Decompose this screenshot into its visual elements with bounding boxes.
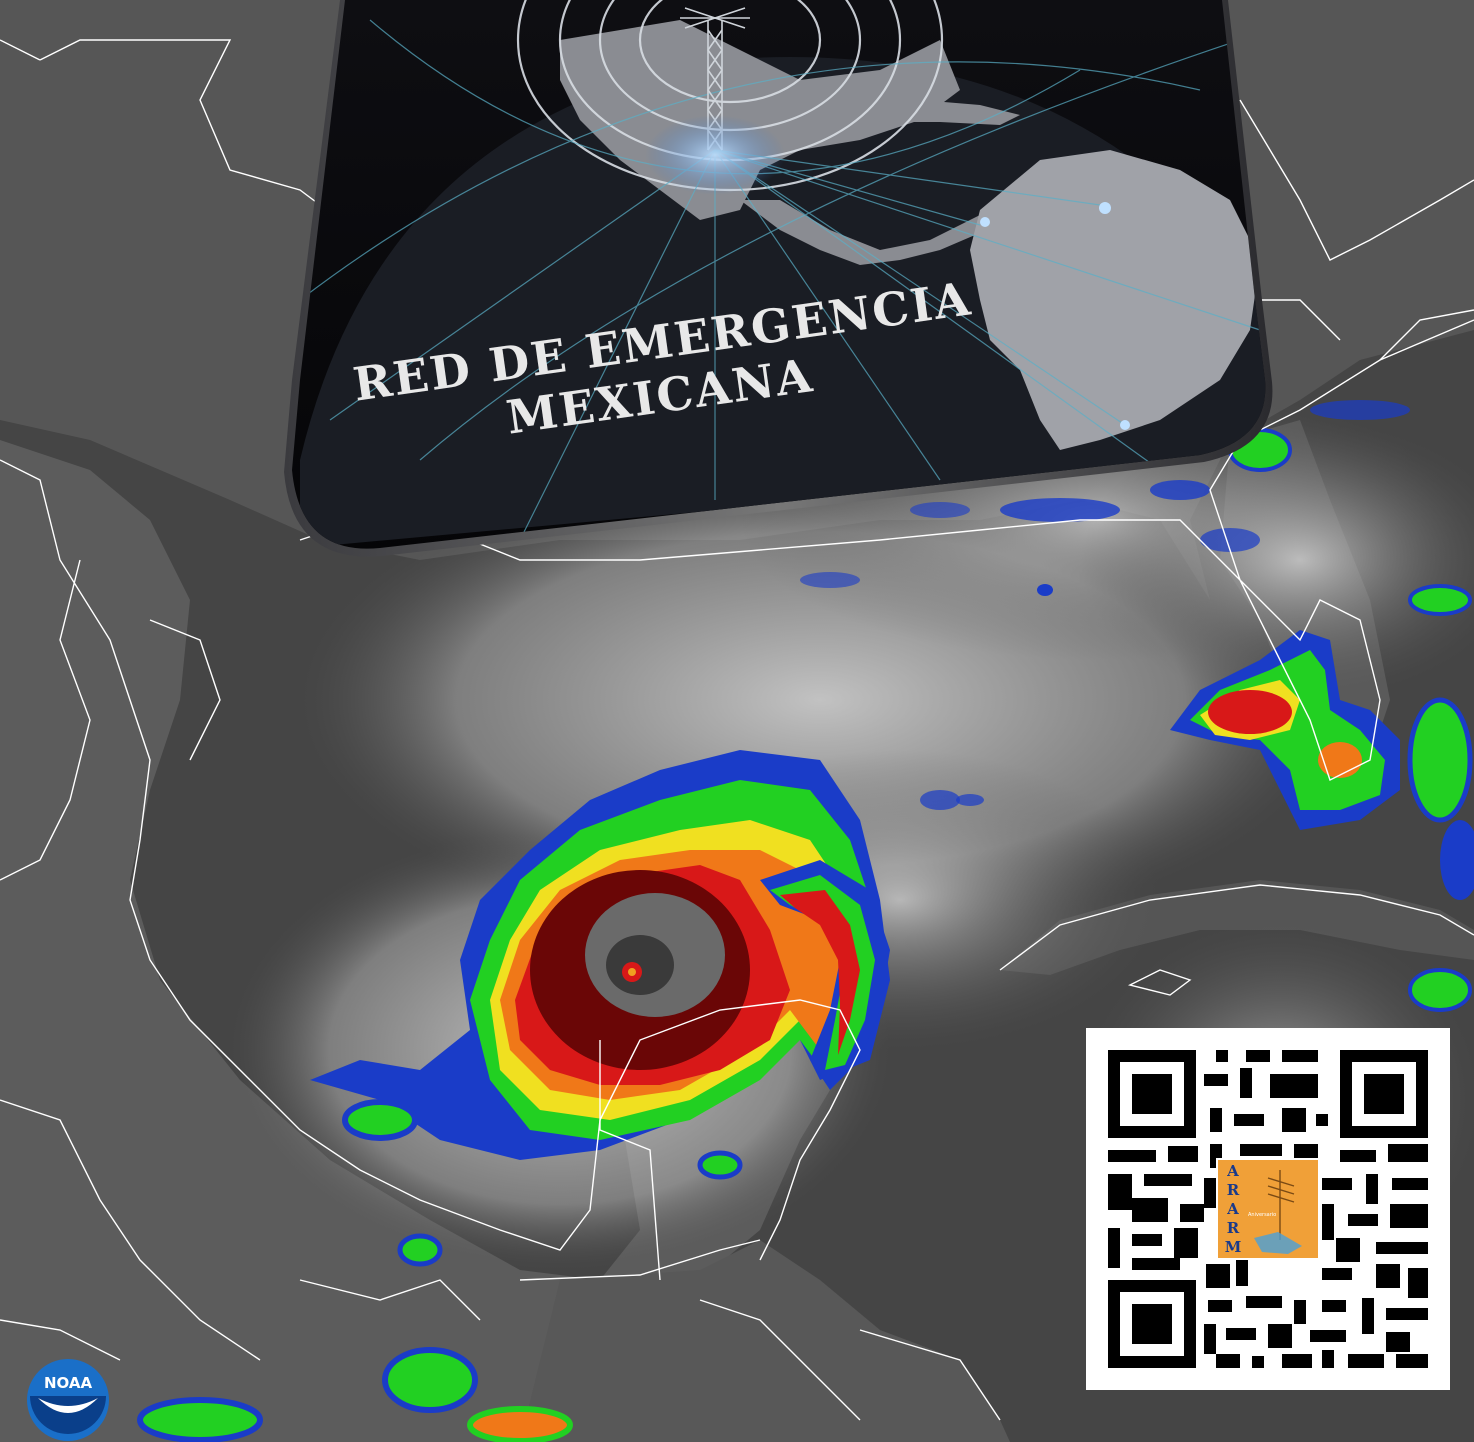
florida-storms (1170, 630, 1400, 830)
ararm-letters: A R A R M (1224, 1162, 1242, 1256)
globe-node-2 (1120, 420, 1130, 430)
hurricane-system (310, 750, 890, 1160)
qr-code-pattern (1108, 1050, 1428, 1368)
noaa-bird-icon (38, 1398, 98, 1413)
ararm-antenna-icon (1254, 1170, 1302, 1254)
globe-meridians (299, 19, 1261, 541)
hurricane-eye-center (628, 968, 636, 976)
tower-glow (645, 115, 785, 195)
florida-storm-orange (1318, 742, 1362, 778)
ararm-logo: A R A R M Aniversario (1216, 1158, 1320, 1260)
globe-node-3 (980, 217, 990, 227)
noaa-label: NOAA (44, 1374, 93, 1392)
globe-continent-south-america (970, 150, 1260, 450)
ararm-subtitle: Aniversario (1248, 1212, 1277, 1218)
red-emergencia-banner: RED DE EMERGENCIA MEXICANA (284, 0, 1273, 557)
noaa-logo: NOAA (27, 1359, 109, 1441)
ararm-map-icon (1254, 1232, 1302, 1254)
central-america (520, 1240, 1010, 1442)
florida-storm-red (1208, 690, 1292, 734)
globe-continent-central-america (740, 200, 980, 265)
qr-code[interactable] (1086, 1028, 1450, 1390)
globe-caribbean (860, 100, 1020, 125)
coastlines (0, 39, 1474, 1421)
globe-node-1 (1099, 202, 1111, 214)
hurricane-east-band-red (780, 890, 860, 1055)
hurricane-inner-ring (606, 935, 674, 995)
